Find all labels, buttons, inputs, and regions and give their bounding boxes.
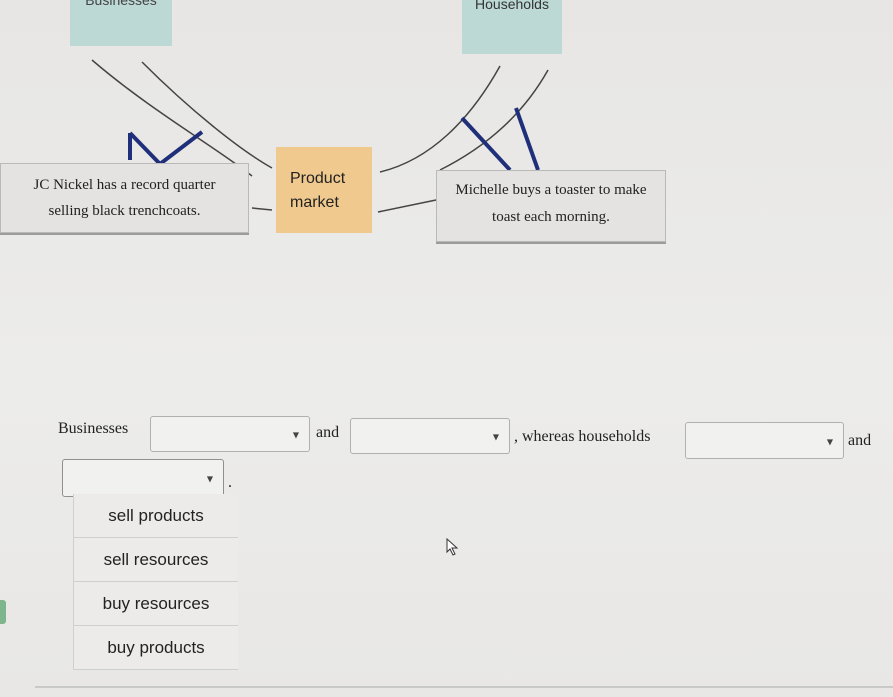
flow-line-left-bottom bbox=[251, 207, 273, 211]
households-select-1[interactable]: ▼ bbox=[685, 422, 844, 459]
option-buy-products[interactable]: buy products bbox=[74, 626, 238, 670]
question-and-2: and bbox=[848, 432, 872, 449]
product-market-box: Product market bbox=[276, 147, 372, 233]
flow-line-left-outer bbox=[91, 59, 253, 177]
chevron-down-icon: ▼ bbox=[206, 474, 213, 484]
bottom-divider bbox=[35, 686, 893, 688]
business-scenario-line-1: JC Nickel has a record quarter bbox=[33, 177, 216, 193]
household-scenario-card: Michelle buys a toaster to make toast ea… bbox=[436, 170, 666, 242]
chevron-down-icon: ▼ bbox=[826, 436, 833, 446]
question-middle: , whereas households bbox=[514, 428, 651, 445]
households-select-2[interactable]: ▼ bbox=[62, 459, 224, 497]
question-prefix: Businesses bbox=[58, 420, 129, 437]
businesses-select-2[interactable]: ▼ bbox=[350, 418, 510, 454]
dropdown-options-list: sell products sell resources buy resourc… bbox=[73, 494, 238, 670]
businesses-select-1[interactable]: ▼ bbox=[150, 416, 310, 452]
arrow-mark-right-1 bbox=[460, 116, 512, 172]
business-scenario-card: JC Nickel has a record quarter selling b… bbox=[0, 163, 249, 233]
flow-line-left-inner bbox=[141, 61, 273, 169]
option-buy-resources[interactable]: buy resources bbox=[74, 582, 238, 626]
mouse-pointer-icon bbox=[446, 538, 459, 556]
businesses-box: Businesses bbox=[70, 0, 172, 46]
households-label: Households bbox=[475, 0, 549, 12]
business-scenario-line-2: selling black trenchcoats. bbox=[48, 203, 201, 219]
businesses-label: Businesses bbox=[85, 0, 157, 8]
side-tab-edge bbox=[0, 600, 6, 624]
question-end: . bbox=[228, 474, 232, 491]
arrow-mark-right-2 bbox=[514, 107, 540, 171]
arrow-mark-left-2 bbox=[128, 130, 204, 167]
household-scenario-line-1: Michelle buys a toaster to make bbox=[455, 182, 647, 198]
households-box: Households bbox=[462, 0, 562, 54]
flow-line-right-inner bbox=[439, 69, 549, 171]
chevron-down-icon: ▼ bbox=[292, 430, 299, 440]
household-scenario-line-2: toast each morning. bbox=[492, 209, 610, 225]
question-and-1: and bbox=[316, 424, 340, 441]
product-market-line-1: Product bbox=[290, 170, 346, 187]
option-sell-resources[interactable]: sell resources bbox=[74, 538, 238, 582]
flow-line-right-bottom bbox=[377, 199, 437, 213]
chevron-down-icon: ▼ bbox=[492, 432, 499, 442]
flow-line-right-outer bbox=[379, 65, 501, 173]
option-sell-products[interactable]: sell products bbox=[74, 494, 238, 538]
product-market-line-2: market bbox=[290, 194, 339, 211]
